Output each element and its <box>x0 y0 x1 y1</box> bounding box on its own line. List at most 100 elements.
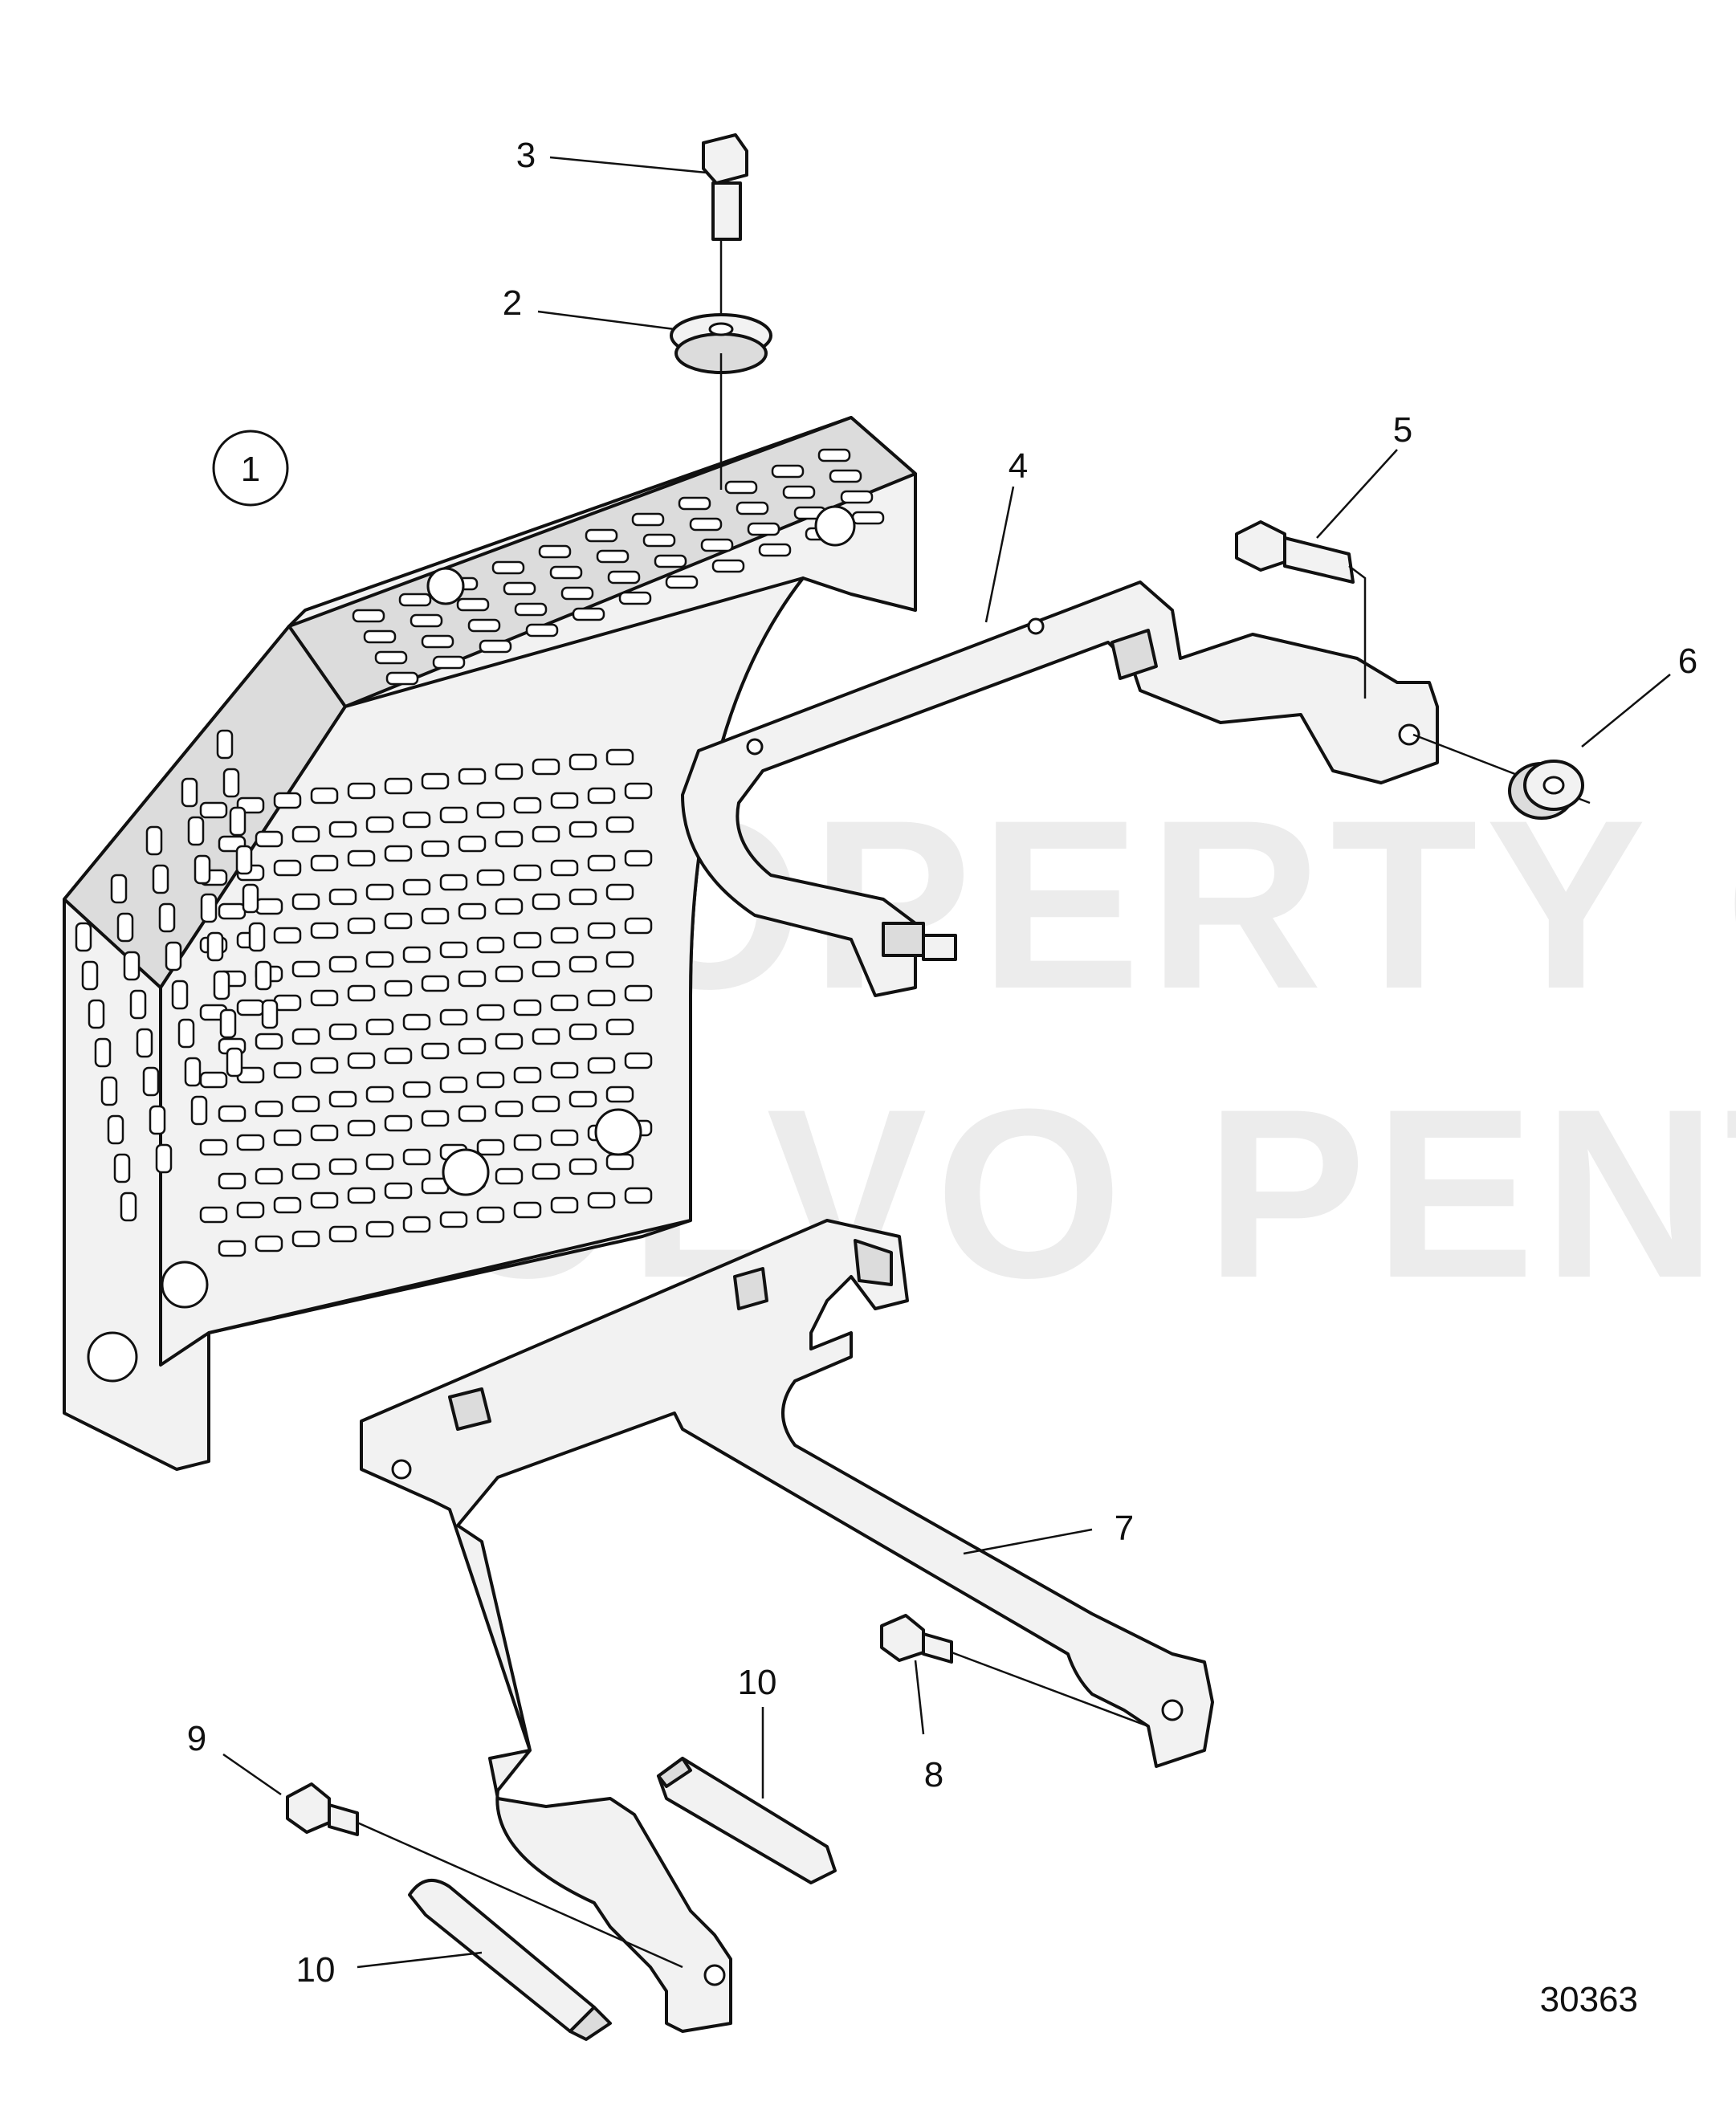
guard-slot <box>273 859 302 877</box>
callout-5: 5 <box>1393 410 1412 450</box>
guard-slot <box>618 591 652 605</box>
guard-slot <box>236 1134 265 1151</box>
guard-slot <box>624 782 653 800</box>
guard-slot <box>328 1090 357 1108</box>
guard-slot <box>642 533 676 548</box>
guard-slot <box>194 854 211 885</box>
guard-slot <box>206 931 224 962</box>
guard-slot <box>310 787 339 805</box>
guard-slot <box>550 792 579 809</box>
guard-slot <box>374 650 408 665</box>
guard-slot <box>116 912 134 943</box>
guard-slot <box>479 639 512 654</box>
guard-slot <box>439 874 468 891</box>
guard-slot <box>532 1163 560 1180</box>
guard-slot <box>550 859 579 877</box>
leader-lines <box>222 156 1671 1969</box>
guard-slot <box>605 883 634 901</box>
guard-slot <box>458 902 487 920</box>
guard-slot <box>107 1114 124 1145</box>
callout-6: 6 <box>1678 642 1697 681</box>
guard-slot <box>421 1110 450 1127</box>
guard-slot <box>328 821 357 838</box>
guard-slot <box>273 927 302 944</box>
edge-protector-part-10-b <box>657 1757 837 1884</box>
guard-slot <box>550 927 579 944</box>
edge-protector-part-10-a <box>408 1879 612 2041</box>
guard-slot <box>402 878 431 896</box>
guard-slot <box>255 1033 283 1050</box>
guard-slot <box>273 994 302 1012</box>
guard-slot <box>94 1037 112 1068</box>
guard-slot <box>152 864 169 894</box>
guard-slot <box>310 922 339 939</box>
guard-slot <box>456 597 490 612</box>
guard-slot <box>347 1187 376 1204</box>
guard-slot <box>532 960 560 978</box>
guard-slot <box>605 1018 634 1036</box>
guard-slot <box>123 951 141 981</box>
guard-slot <box>421 1042 450 1060</box>
guard-slot <box>402 1013 431 1031</box>
guard-slot <box>384 912 413 930</box>
guard-slot <box>513 864 542 882</box>
guard-slot <box>347 782 376 800</box>
guard-slot <box>291 960 320 978</box>
guard-slot <box>624 1187 653 1204</box>
guard-slot <box>222 768 240 798</box>
guard-slot <box>365 1153 394 1171</box>
guard-slot <box>689 517 723 532</box>
guard-stud <box>594 1108 642 1156</box>
guard-slot <box>365 1220 394 1238</box>
guard-slot <box>587 989 616 1007</box>
guard-slot <box>495 965 524 983</box>
guard-slot <box>550 1129 579 1147</box>
guard-slot <box>328 1225 357 1243</box>
guard-slot <box>219 1008 237 1039</box>
guard-slot <box>328 1023 357 1041</box>
guard-slot <box>532 1095 560 1113</box>
spacer-part-6 <box>1412 733 1591 820</box>
guard-slot <box>476 1004 505 1021</box>
guard-slot <box>75 922 92 952</box>
guard-slot <box>736 501 769 515</box>
guard-slot <box>568 888 597 906</box>
guard-slot <box>817 448 851 462</box>
guard-slot <box>384 980 413 997</box>
guard-slot <box>365 1086 394 1103</box>
guard-slot <box>568 955 597 973</box>
guard-slot <box>495 830 524 848</box>
guard-slot <box>587 854 616 872</box>
guard-slot <box>398 593 432 607</box>
guard-slot <box>771 464 805 479</box>
guard-slot <box>347 1052 376 1069</box>
guard-slot <box>136 1028 153 1058</box>
guard-slot <box>218 1172 247 1190</box>
guard-slot <box>365 1018 394 1036</box>
guard-slot <box>129 989 147 1020</box>
guard-slot <box>624 917 653 935</box>
guard-slot <box>255 960 272 991</box>
guard-slot <box>782 485 816 499</box>
guard-slot <box>421 634 454 649</box>
guard-slot <box>532 893 560 910</box>
guard-slot <box>291 1028 320 1045</box>
guard-slot <box>171 980 189 1010</box>
guard-slot <box>596 549 630 564</box>
guard-slot <box>476 801 505 819</box>
guard-slot <box>328 1158 357 1175</box>
guard-slot <box>218 1240 247 1257</box>
guard-slot <box>229 806 247 837</box>
guard-slot <box>747 522 780 536</box>
guard-slot <box>678 496 711 511</box>
guard-slot <box>532 758 560 776</box>
callout-7: 7 <box>1115 1509 1134 1548</box>
guard-slot <box>384 845 413 862</box>
guard-slot <box>711 559 745 573</box>
guard-slot <box>291 1163 320 1180</box>
guard-slot <box>347 1119 376 1137</box>
guard-slot <box>385 671 419 686</box>
guard-slot <box>155 1143 173 1174</box>
guard-slot <box>568 1158 597 1175</box>
